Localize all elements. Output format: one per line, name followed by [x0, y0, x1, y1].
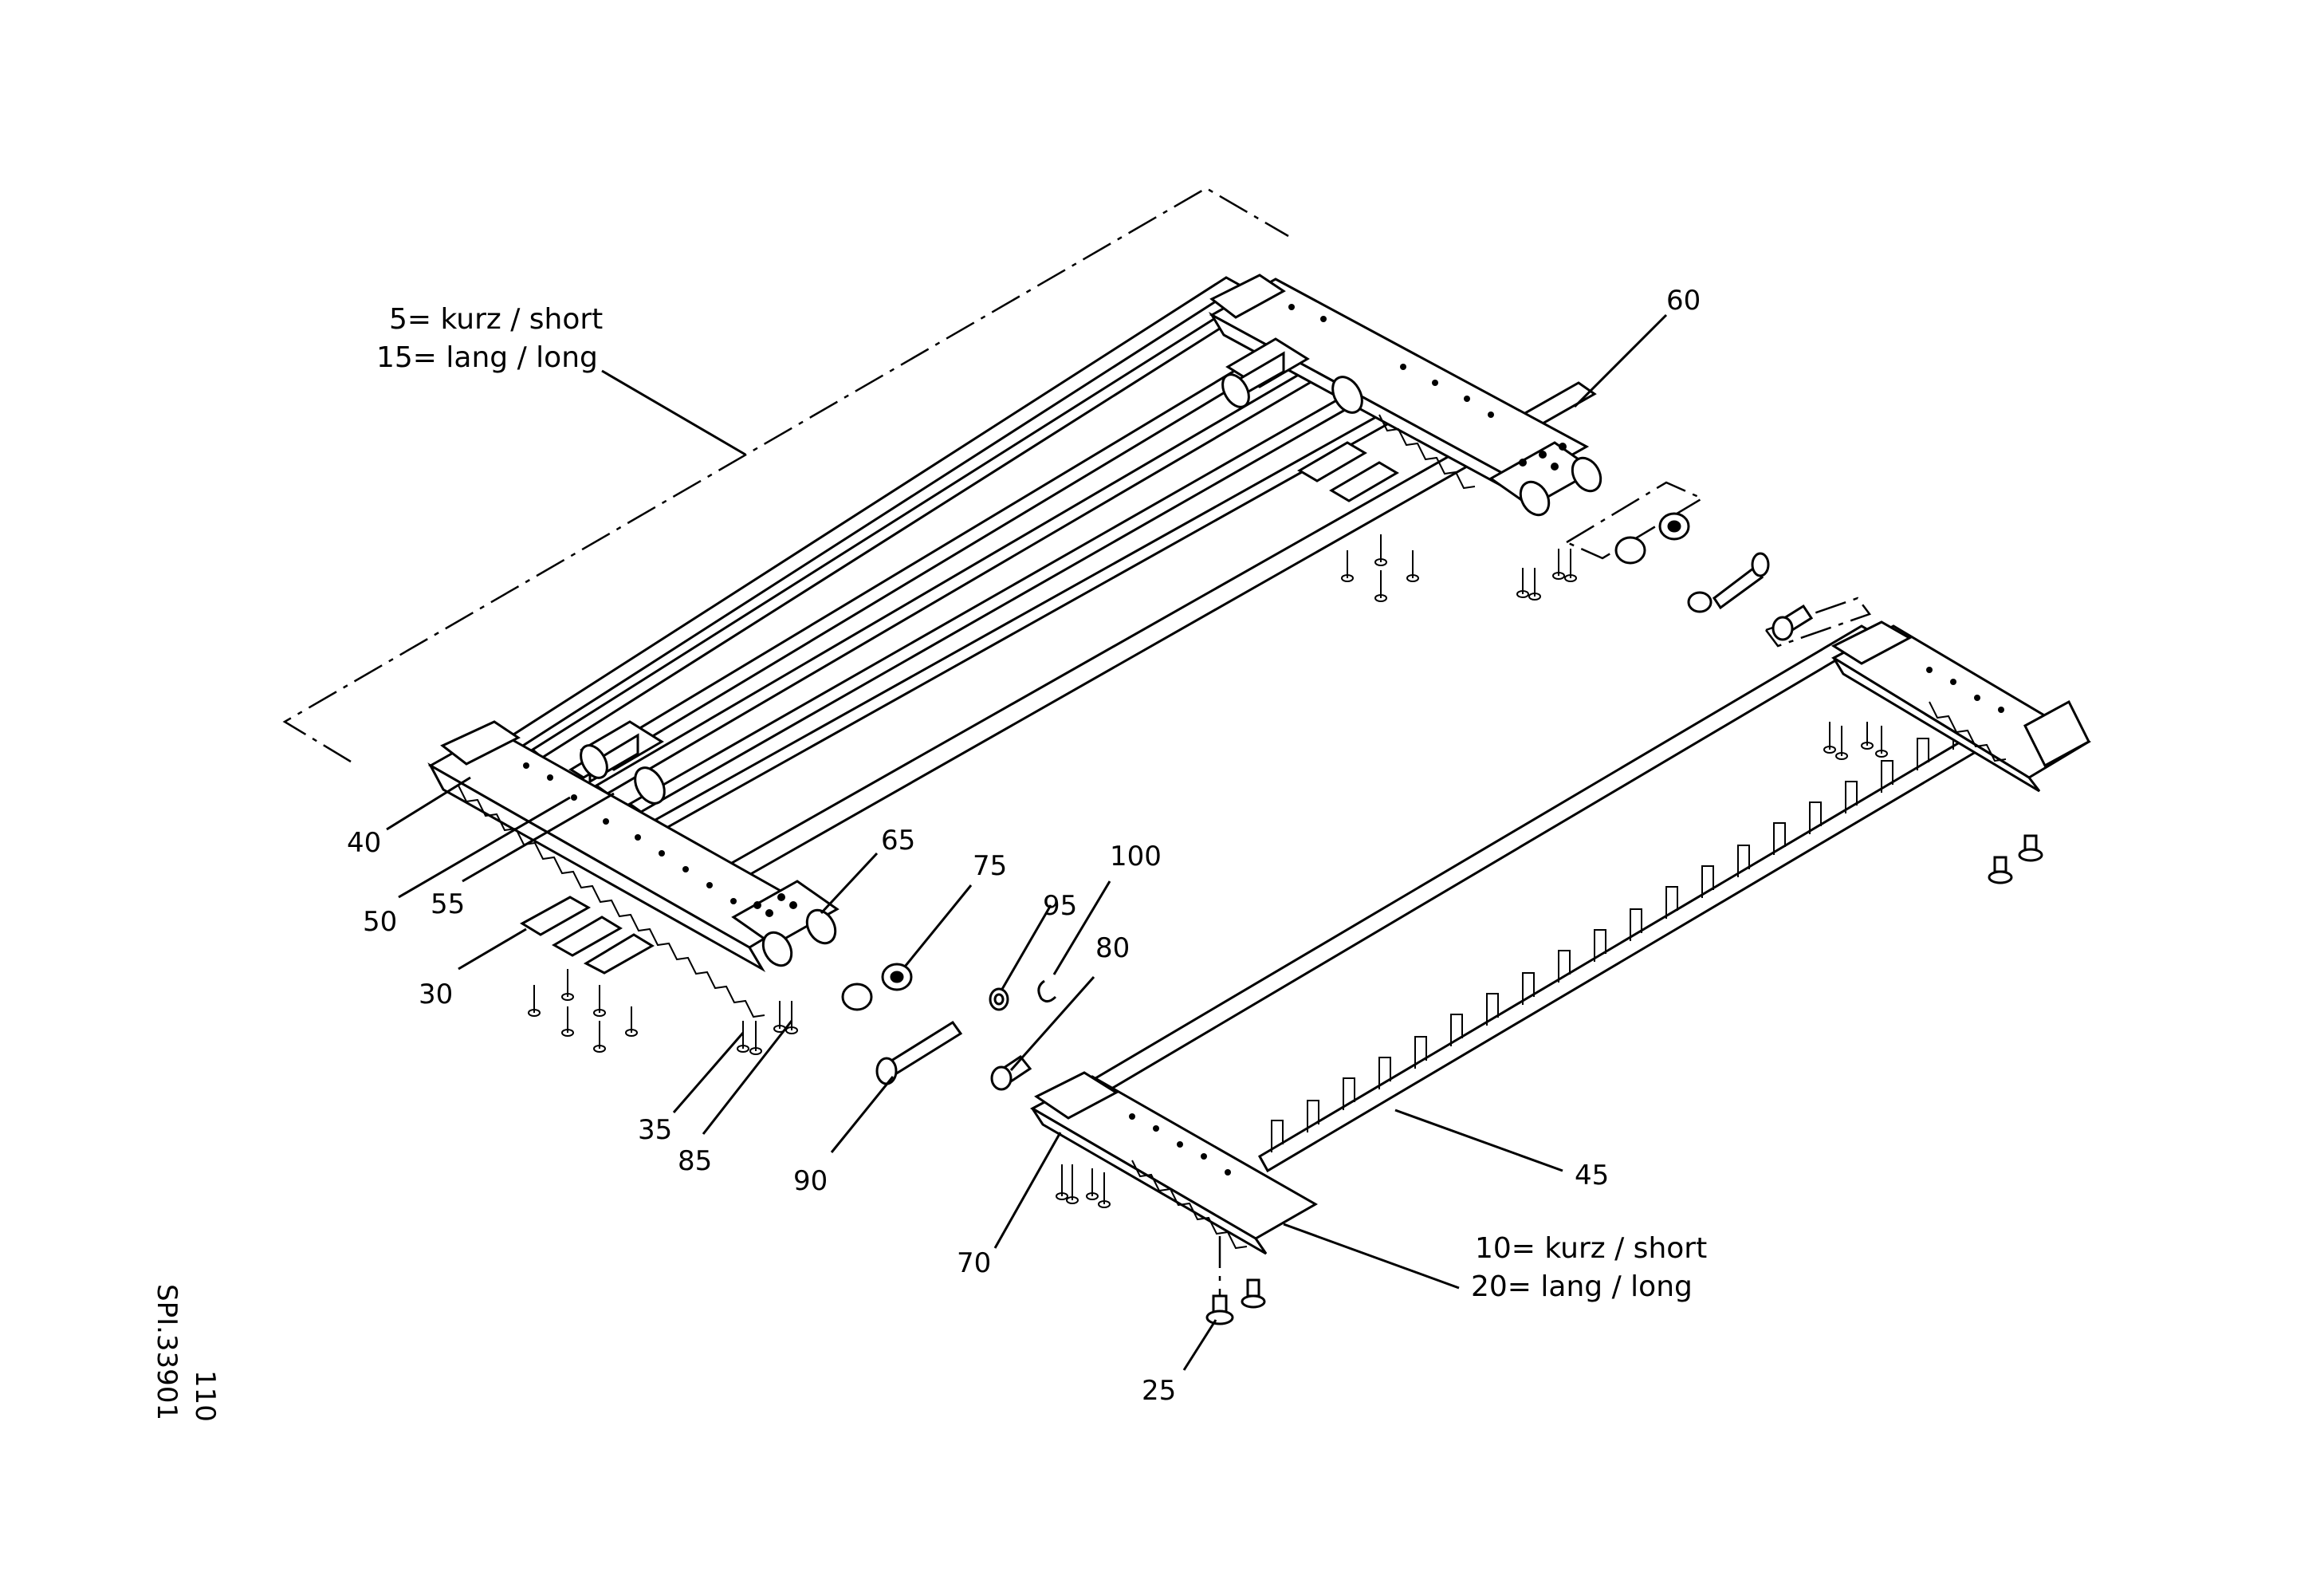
page-number: 110 — [189, 1370, 221, 1422]
block-70 — [1034, 1071, 1119, 1120]
dimension-bracket — [282, 187, 1289, 763]
bushing-pair-right — [1566, 481, 1705, 565]
callout-90: 90 — [793, 1165, 828, 1197]
rail-clamps — [580, 337, 1363, 805]
washer-95 — [989, 987, 1009, 1011]
pin-90 — [875, 1020, 963, 1085]
note-upper-short: 5= kurz / short — [389, 303, 603, 336]
callout-55: 55 — [431, 888, 465, 920]
spacer-80 — [990, 1054, 1032, 1091]
pin-right — [1687, 552, 1770, 613]
screws-25 — [1205, 834, 2043, 1325]
callout-75: 75 — [973, 850, 1007, 882]
clip-100 — [1037, 979, 1057, 1002]
callout-50: 50 — [363, 906, 397, 938]
callout-40: 40 — [347, 827, 381, 859]
callout-80: 80 — [1095, 932, 1130, 964]
loose-hardware — [841, 481, 1872, 1091]
leader-lines — [386, 313, 1668, 1371]
hinge-bracket-right — [1488, 441, 1602, 517]
callout-60: 60 — [1666, 285, 1701, 317]
straps-30 — [520, 441, 1399, 975]
callout-70: 70 — [957, 1247, 991, 1279]
callout-65: 65 — [881, 825, 915, 857]
note-lower-long: 20= lang / long — [1471, 1270, 1693, 1303]
lower-frame-assembly — [1029, 620, 2091, 1325]
callout-45: 45 — [1575, 1160, 1609, 1191]
rivets — [528, 534, 1577, 1055]
spacer-right — [1765, 597, 1872, 648]
upper-frame-assembly — [282, 187, 1602, 1055]
note-lower-short: 10= kurz / short — [1475, 1232, 1707, 1265]
callouts: 60 40 50 55 30 65 75 95 100 80 35 85 90 … — [347, 285, 1701, 1407]
callout-95: 95 — [1043, 890, 1077, 922]
comb-rail-45 — [1257, 725, 1996, 1173]
callout-100: 100 — [1110, 841, 1162, 872]
comb-teeth — [1271, 717, 1965, 1152]
callout-85: 85 — [678, 1145, 712, 1177]
callout-30: 30 — [419, 979, 453, 1010]
hinge-bracket-65 — [731, 880, 840, 967]
callout-25: 25 — [1142, 1375, 1176, 1407]
upper-left-end-plate — [427, 720, 816, 1018]
upper-rails — [500, 276, 1597, 877]
note-upper-long: 15= lang / long — [376, 341, 598, 374]
bushing-75 — [841, 963, 913, 1011]
callout-35: 35 — [638, 1114, 672, 1146]
drawing-number: SPI.33901 — [151, 1284, 183, 1420]
